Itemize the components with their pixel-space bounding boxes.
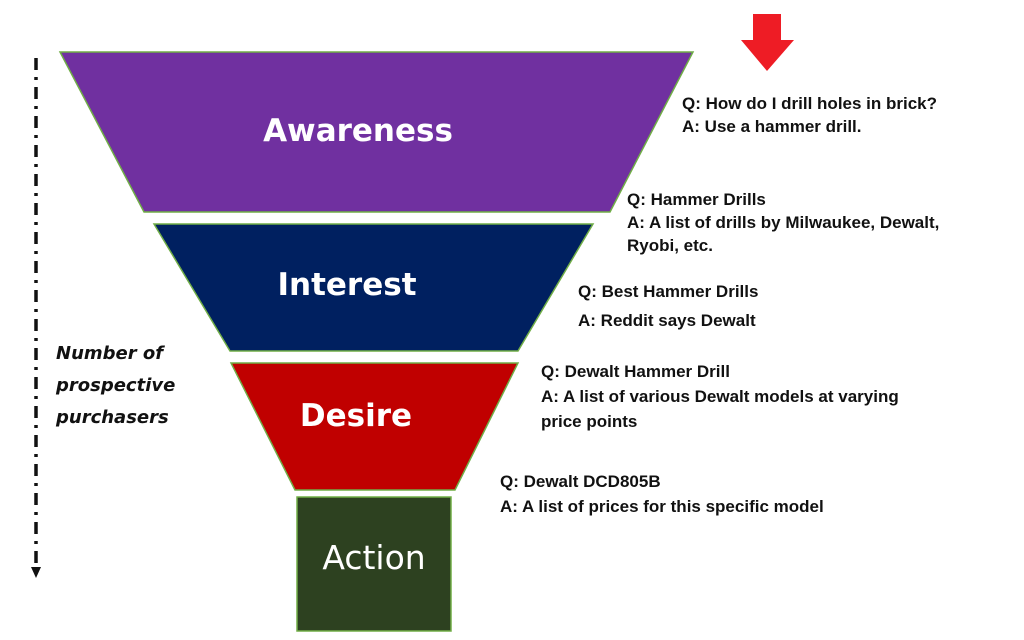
qa-hammer-drills: Q: Hammer Drills A: A list of drills by …	[627, 188, 939, 257]
stage-awareness	[58, 51, 695, 213]
question-text: Q: Best Hammer Drills	[578, 282, 759, 301]
stage-desire	[229, 362, 520, 491]
answer-text: A: Use a hammer drill.	[682, 117, 862, 136]
stage-label-interest: Interest	[277, 267, 417, 303]
stage-interest	[152, 223, 595, 352]
answer-text: A: Reddit says Dewalt	[578, 311, 756, 330]
axis-label-line: Number of	[56, 343, 164, 364]
axis-arrowhead-icon	[31, 567, 41, 578]
qa-best-hammer-drills: Q: Best Hammer Drills A: Reddit says Dew…	[578, 277, 758, 335]
stage-label-desire: Desire	[299, 398, 413, 434]
answer-text: A: A list of various Dewalt models at va…	[541, 387, 899, 406]
stage-label-awareness: Awareness	[263, 113, 453, 149]
answer-text: A: A list of prices for this specific mo…	[500, 497, 824, 516]
qa-dewalt-hammer-drill: Q: Dewalt Hammer Drill A: A list of vari…	[541, 359, 899, 434]
red-down-arrow-icon	[741, 14, 794, 71]
axis-label-line: prospective	[56, 375, 176, 396]
qa-awareness: Q: How do I drill holes in brick? A: Use…	[682, 92, 937, 138]
answer-text: Ryobi, etc.	[627, 236, 713, 255]
axis-label-line: purchasers	[56, 407, 169, 428]
question-text: Q: Hammer Drills	[627, 190, 766, 209]
question-text: Q: How do I drill holes in brick?	[682, 94, 938, 113]
question-text: Q: Dewalt Hammer Drill	[541, 362, 730, 381]
stage-action	[296, 496, 452, 632]
answer-text: A: A list of drills by Milwaukee, Dewalt…	[627, 213, 940, 232]
stage-label-action: Action	[322, 538, 426, 577]
dash-dot-axis	[31, 58, 41, 578]
question-text: Q: Dewalt DCD805B	[500, 472, 661, 491]
answer-text: price points	[541, 412, 638, 431]
qa-dewalt-dcd805b: Q: Dewalt DCD805B A: A list of prices fo…	[500, 469, 824, 519]
axis-label: Number of prospective purchasers	[56, 338, 175, 434]
